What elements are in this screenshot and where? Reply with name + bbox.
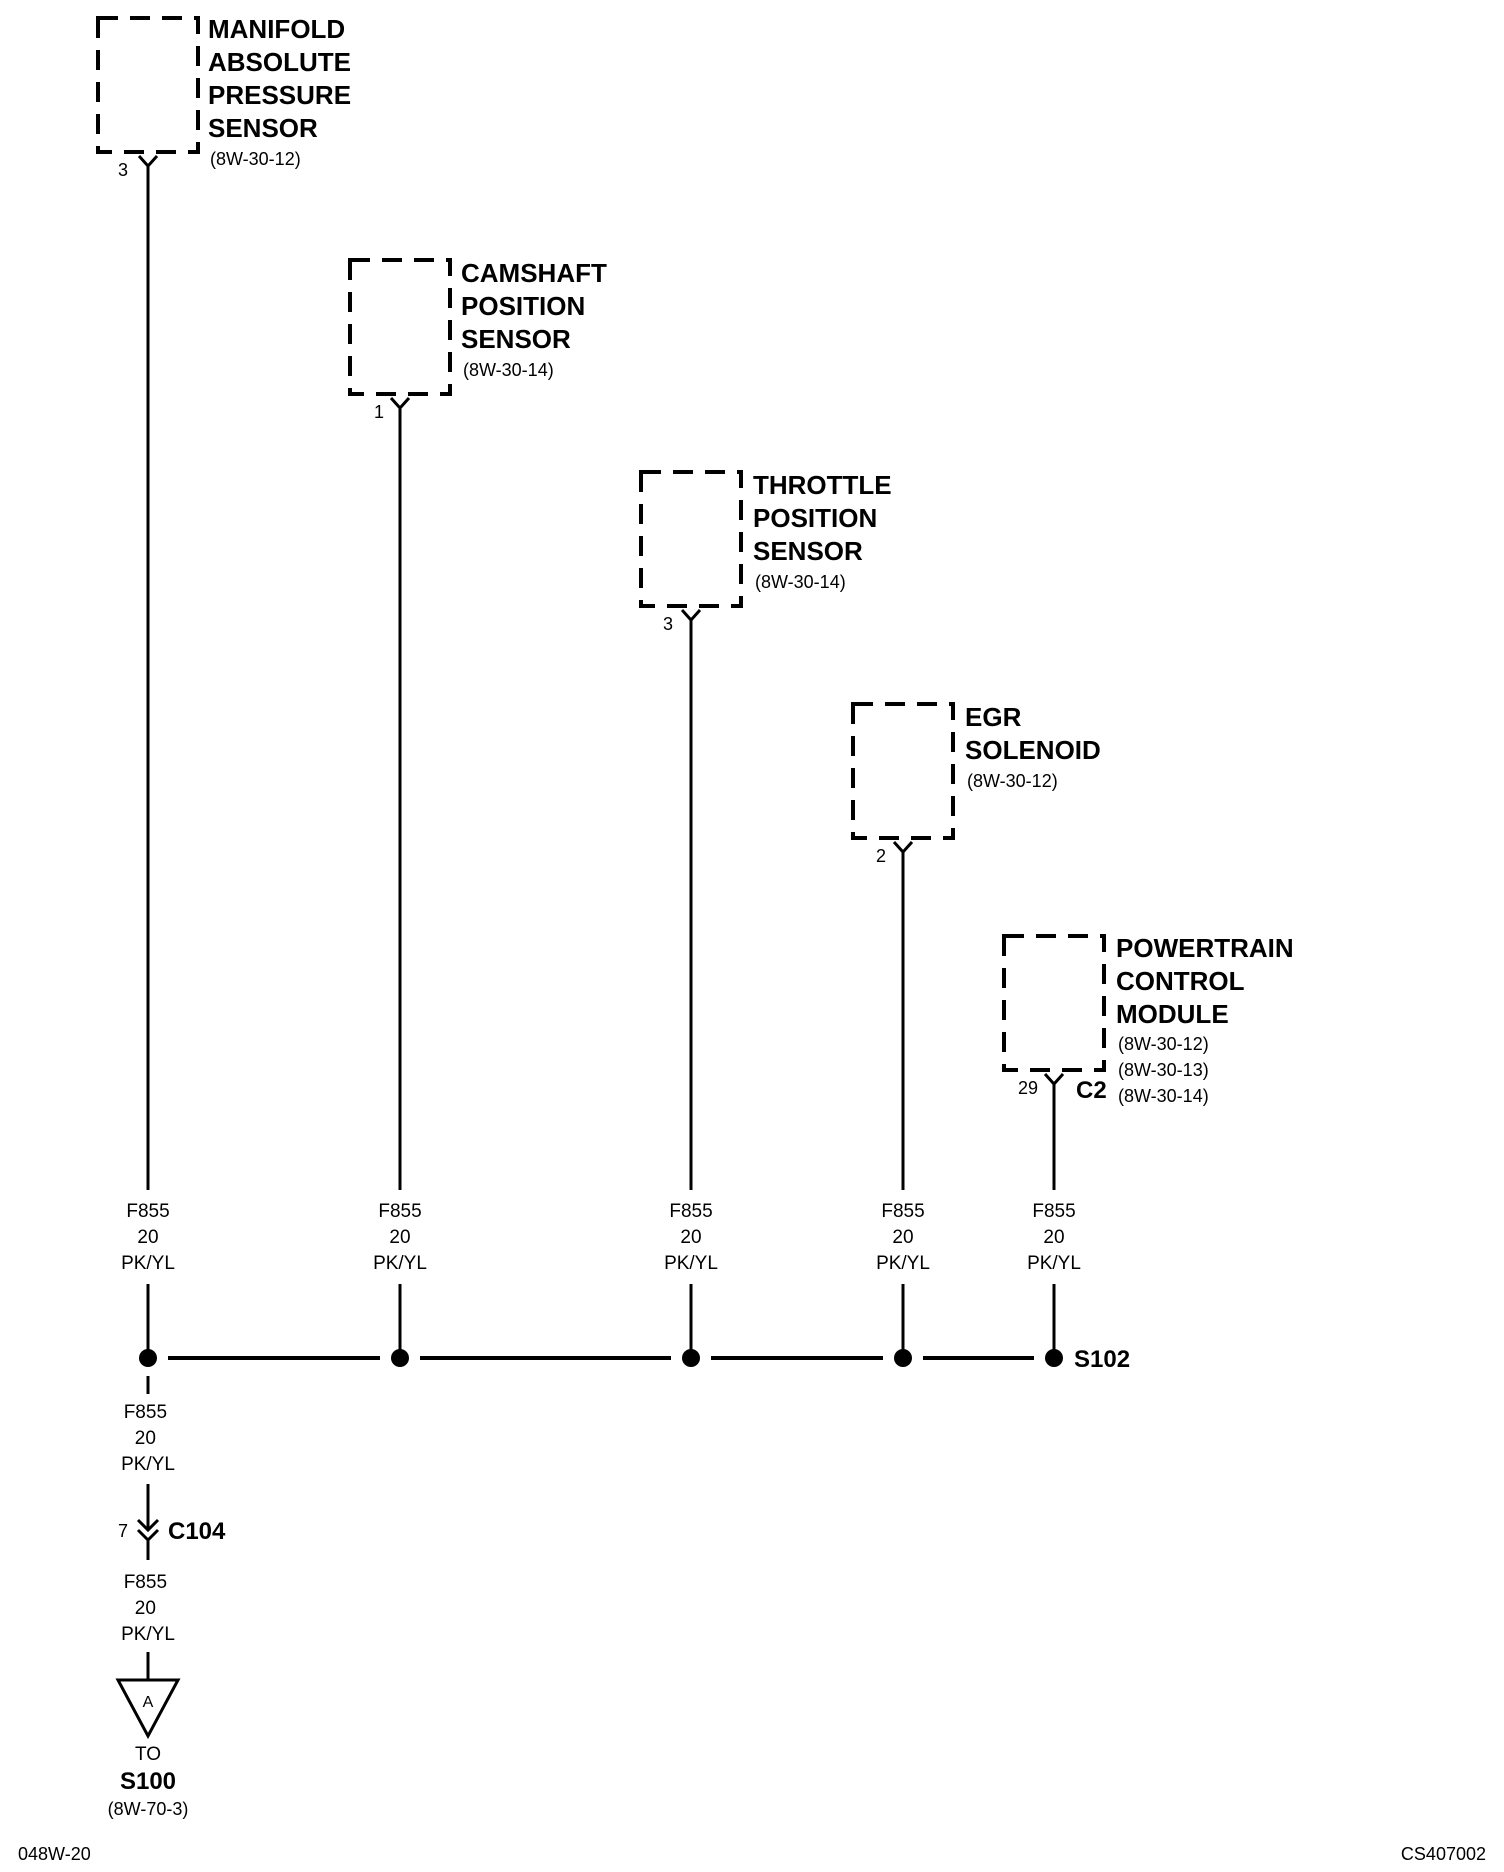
- splice-dot-egr: [894, 1349, 912, 1367]
- egr-ref: (8W-30-12): [967, 771, 1058, 791]
- down-wire-label-2: F855 20 PK/YL: [121, 1572, 175, 1645]
- egr-pin-connector: [892, 840, 914, 862]
- splice-dot-tps: [682, 1349, 700, 1367]
- cam-pin-number: 1: [374, 402, 384, 422]
- egr-box: [851, 702, 955, 840]
- c104-name: C104: [168, 1518, 226, 1545]
- pcm-refs: (8W-30-12) (8W-30-13) (8W-30-14): [1118, 1034, 1214, 1106]
- pcm-pin-connector: [1043, 1072, 1065, 1094]
- splice-name: S102: [1074, 1346, 1130, 1373]
- offpage-letter: A: [143, 1694, 154, 1711]
- map-ref: (8W-30-12): [210, 149, 301, 169]
- cam-ref: (8W-30-14): [463, 360, 554, 380]
- pcm-name: POWERTRAIN CONTROL MODULE: [1116, 933, 1301, 1029]
- map-name: MANIFOLD ABSOLUTE PRESSURE SENSOR: [208, 14, 358, 143]
- egr-pin-number: 2: [876, 846, 886, 866]
- offpage-dest: S100: [120, 1768, 176, 1795]
- pcm-pin-number: 29: [1018, 1078, 1038, 1098]
- cam-pin-connector: [389, 396, 411, 418]
- offpage-to: TO: [135, 1744, 161, 1765]
- footer-left: 048W-20: [18, 1844, 91, 1864]
- map-sensor-box: [96, 16, 200, 154]
- tps-pin-number: 3: [663, 614, 673, 634]
- splice-dot-pcm: [1045, 1349, 1063, 1367]
- offpage-ref: (8W-70-3): [108, 1799, 189, 1819]
- cam-name: CAMSHAFT POSITION SENSOR: [461, 258, 614, 354]
- splice-dot-map: [139, 1349, 157, 1367]
- down-wire-label-1: F855 20 PK/YL: [121, 1402, 175, 1475]
- footer-right: CS407002: [1401, 1844, 1486, 1864]
- cam-sensor-box: [348, 258, 452, 396]
- tps-box: [639, 470, 743, 608]
- offpage-triangle-icon: [115, 1678, 181, 1740]
- tps-name: THROTTLE POSITION SENSOR: [753, 470, 899, 566]
- tps-ref: (8W-30-14): [755, 572, 846, 592]
- pcm-connector-name: C2: [1076, 1077, 1107, 1104]
- pcm-box: [1002, 934, 1106, 1072]
- egr-name: EGR SOLENOID: [965, 702, 1101, 765]
- splice-dot-cam: [391, 1349, 409, 1367]
- tps-pin-connector: [680, 608, 702, 630]
- map-pin-number: 3: [118, 160, 128, 180]
- map-pin-connector: [137, 154, 159, 176]
- c104-pin-number: 7: [118, 1521, 128, 1541]
